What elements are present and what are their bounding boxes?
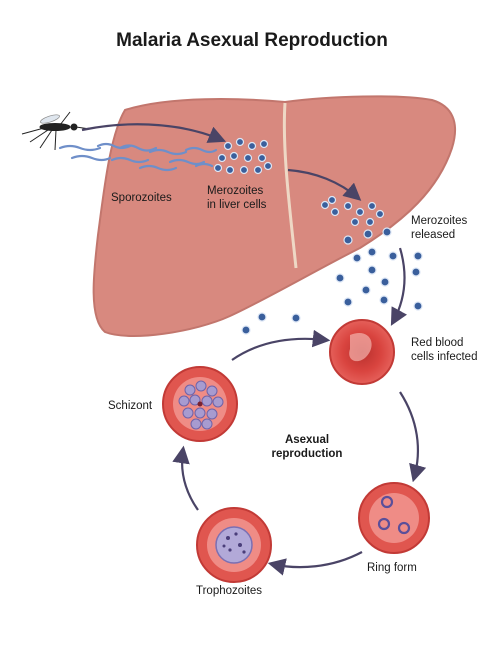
liver (92, 95, 457, 337)
label-schizont: Schizont (108, 400, 153, 412)
label-sporozoites: Sporozoites (111, 192, 172, 204)
merozoites-released (241, 227, 423, 335)
arrow-to-trophozoites (267, 551, 363, 576)
label-rbc-infected: Red blood cells infected (411, 337, 478, 363)
arrow-to-rbc-from-schizont (231, 329, 331, 361)
arrow-to-schizont (172, 445, 199, 511)
red-blood-cell-infected (329, 319, 395, 385)
ring-form-cell (358, 482, 430, 554)
diagram-title: Malaria Asexual Reproduction (116, 30, 388, 51)
arrow-to-liver-cells (81, 123, 227, 143)
liver-ligament (282, 102, 298, 269)
schizont-cell (162, 366, 238, 442)
merozoites-in-liver (213, 137, 273, 175)
sporozoites (58, 142, 218, 172)
label-merozoites-liver: Merozoites in liver cells (207, 185, 267, 211)
mosquito-icon (21, 111, 91, 151)
label-trophozoites: Trophozoites (196, 585, 263, 597)
trophozoite-cell (196, 507, 272, 583)
arrow-to-rbc (390, 247, 408, 326)
label-merozoites-released: Merozoites released (411, 215, 468, 241)
arrow-to-ring (399, 391, 427, 483)
label-ring-form: Ring form (367, 562, 417, 574)
label-asexual-reproduction: Asexual reproduction (271, 434, 343, 460)
merozoites-edge (320, 195, 385, 227)
arrow-to-released (287, 168, 362, 201)
